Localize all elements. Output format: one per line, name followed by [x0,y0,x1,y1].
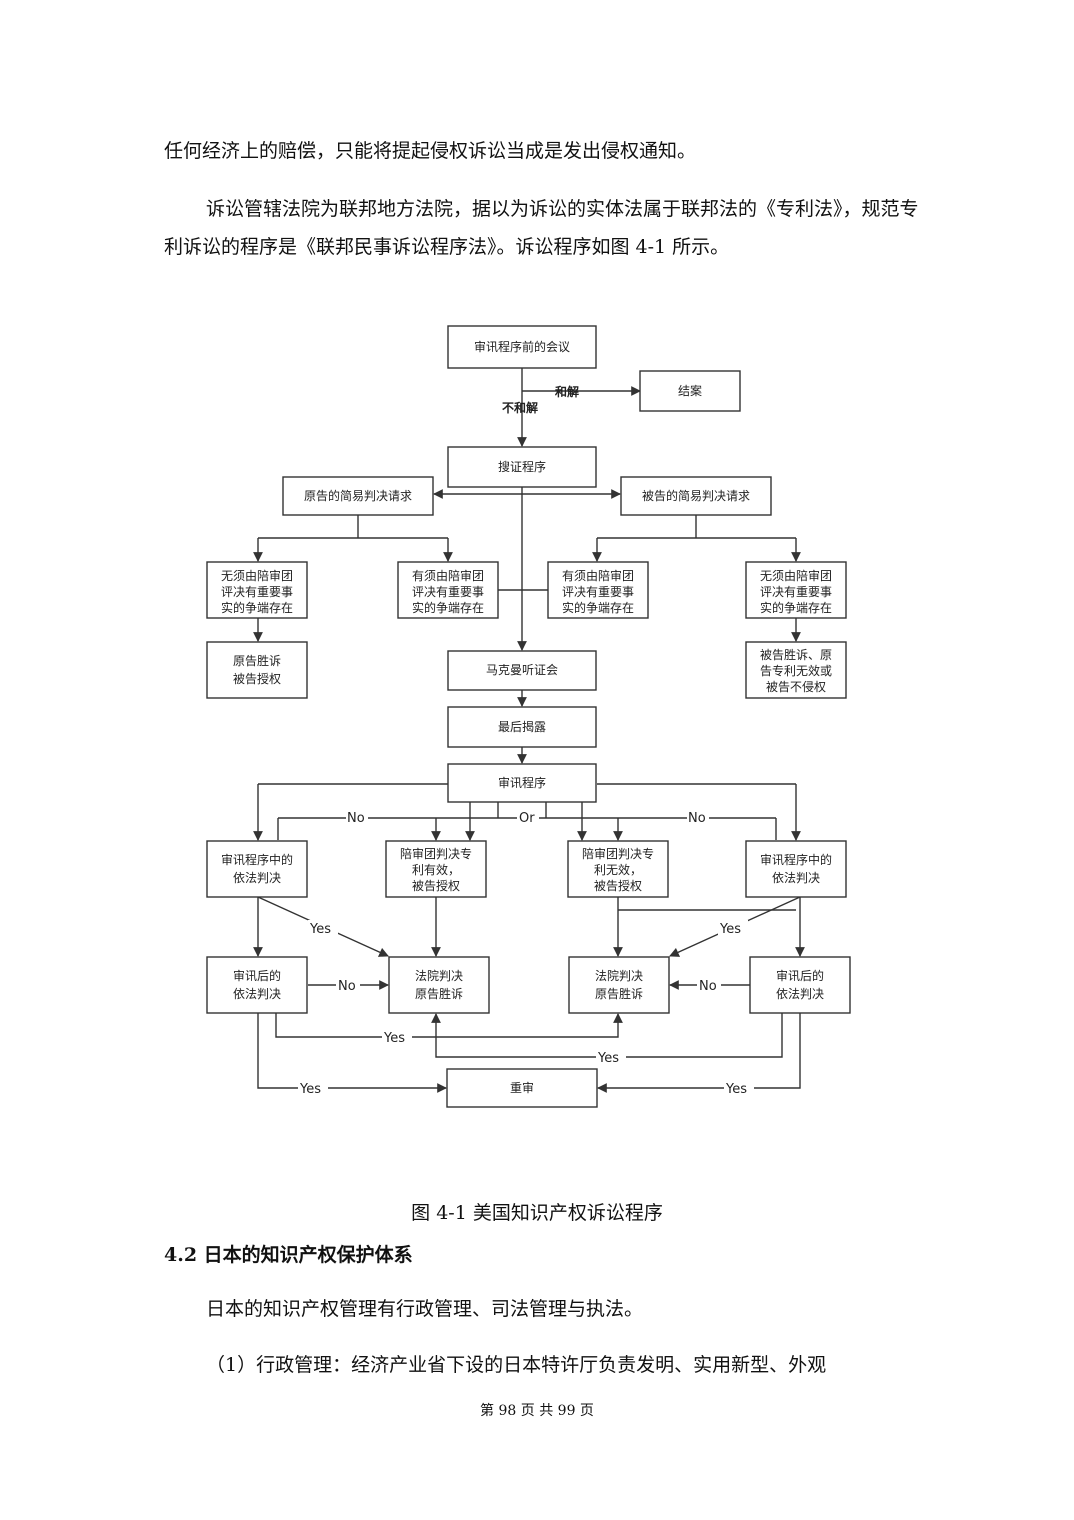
node-post-trial-right: 审讯后的 依法判决 [750,957,850,1013]
edge-label-yes-retrial-right: Yes [725,1082,747,1097]
svg-text:无须由陪审团: 无须由陪审团 [760,568,832,583]
edge-label-no-settle: 不和解 [502,400,538,415]
node-no-jury-left: 无须由陪审团 评决有重要事 实的争端存在 [207,562,307,618]
edge-label-or: Or [519,811,535,826]
svg-text:评决有重要事: 评决有重要事 [412,585,484,599]
svg-text:法院判决: 法院判决 [595,969,643,983]
node-court-judgment-left: 法院判决 原告胜诉 [389,957,489,1013]
svg-text:审讯后的: 审讯后的 [233,968,281,983]
svg-text:评决有重要事: 评决有重要事 [562,585,634,599]
svg-text:实的争端存在: 实的争端存在 [562,600,634,615]
svg-text:利有效，: 利有效， [412,862,460,877]
node-discovery: 搜证程序 [448,447,596,487]
svg-text:依法判决: 依法判决 [233,870,281,885]
svg-text:审讯程序前的会议: 审讯程序前的会议 [474,339,570,354]
svg-text:无须由陪审团: 无须由陪审团 [221,568,293,583]
svg-text:原告胜诉: 原告胜诉 [415,986,463,1001]
figure-caption: 图 4-1 美国知识产权诉讼程序 [0,1198,1074,1225]
svg-text:结案: 结案 [678,383,702,398]
node-case-closed: 结案 [640,371,740,411]
svg-text:依法判决: 依法判决 [233,986,281,1001]
svg-text:实的争端存在: 实的争端存在 [760,600,832,615]
edge-label-yes-right: Yes [719,922,741,937]
svg-text:审讯程序: 审讯程序 [498,775,546,790]
svg-text:被告授权: 被告授权 [412,878,460,893]
node-jury-right: 有须由陪审团 评决有重要事 实的争端存在 [548,562,648,618]
node-retrial: 重审 [447,1069,597,1107]
edge-label-settle: 和解 [554,384,579,399]
section-paragraph-1: 日本的知识产权管理有行政管理、司法管理与执法。 [164,1290,924,1328]
edge-label-no-post-left: No [338,979,356,994]
svg-text:告专利无效或: 告专利无效或 [760,663,832,678]
node-verdict-invalid: 陪审团判决专 利无效， 被告授权 [568,841,668,897]
svg-text:依法判决: 依法判决 [776,986,824,1001]
svg-text:原告胜诉: 原告胜诉 [595,986,643,1001]
node-no-jury-right: 无须由陪审团 评决有重要事 实的争端存在 [746,562,846,618]
svg-text:评决有重要事: 评决有重要事 [760,585,832,599]
edge-label-yes-retrial-left: Yes [299,1082,321,1097]
node-markman-hearing: 马克曼听证会 [448,651,596,690]
svg-text:审讯程序中的: 审讯程序中的 [221,852,293,867]
node-plaintiff-wins: 原告胜诉 被告授权 [207,642,307,698]
section-paragraph-2: （1）行政管理：经济产业省下设的日本特许厅负责发明、实用新型、外观 [206,1346,966,1384]
svg-text:原告的简易判决请求: 原告的简易判决请求 [304,488,412,503]
edge-label-no-left: No [347,811,365,826]
svg-text:重审: 重审 [510,1080,534,1095]
svg-text:被告授权: 被告授权 [233,671,281,686]
svg-text:实的争端存在: 实的争端存在 [221,600,293,615]
edge-label-yes-left: Yes [309,922,331,937]
svg-text:实的争端存在: 实的争端存在 [412,600,484,615]
svg-text:被告授权: 被告授权 [594,878,642,893]
node-jury-left: 有须由陪审团 评决有重要事 实的争端存在 [398,562,498,618]
edge-label-no-right: No [688,811,706,826]
svg-text:最后揭露: 最后揭露 [498,719,546,734]
edge-label-yes-loop-right: Yes [597,1051,619,1066]
section-heading: 4.2 日本的知识产权保护体系 [164,1240,413,1267]
node-jmol-left: 审讯程序中的 依法判决 [207,841,307,897]
node-final-disclosure: 最后揭露 [448,707,596,747]
svg-text:被告胜诉、原: 被告胜诉、原 [760,647,832,662]
node-plaintiff-summary-judgment: 原告的简易判决请求 [283,477,433,515]
svg-text:有须由陪审团: 有须由陪审团 [562,568,634,583]
svg-text:马克曼听证会: 马克曼听证会 [486,663,558,677]
svg-text:被告的简易判决请求: 被告的简易判决请求 [642,488,750,503]
node-trial: 审讯程序 [448,764,596,802]
node-court-judgment-right: 法院判决 原告胜诉 [569,957,669,1013]
node-defendant-wins: 被告胜诉、原 告专利无效或 被告不侵权 [746,642,846,698]
svg-text:审讯程序中的: 审讯程序中的 [760,852,832,867]
page-footer: 第 98 页 共 99 页 [0,1400,1074,1420]
edge-label-yes-loop-left: Yes [383,1031,405,1046]
node-post-trial-left: 审讯后的 依法判决 [207,957,307,1013]
svg-text:陪审团判决专: 陪审团判决专 [582,846,654,861]
svg-text:评决有重要事: 评决有重要事 [221,585,293,599]
svg-text:依法判决: 依法判决 [772,870,820,885]
svg-text:搜证程序: 搜证程序 [498,459,546,474]
node-defendant-summary-judgment: 被告的简易判决请求 [621,477,771,515]
svg-text:利无效，: 利无效， [594,862,642,877]
node-verdict-valid: 陪审团判决专 利有效， 被告授权 [386,841,486,897]
svg-text:审讯后的: 审讯后的 [776,968,824,983]
svg-text:法院判决: 法院判决 [415,969,463,983]
svg-text:被告不侵权: 被告不侵权 [766,679,826,694]
node-jmol-right: 审讯程序中的 依法判决 [746,841,846,897]
svg-text:有须由陪审团: 有须由陪审团 [412,568,484,583]
edge-label-no-post-right: No [699,979,717,994]
svg-text:陪审团判决专: 陪审团判决专 [400,846,472,861]
node-pretrial-conference: 审讯程序前的会议 [448,326,596,368]
svg-text:原告胜诉: 原告胜诉 [233,653,281,668]
